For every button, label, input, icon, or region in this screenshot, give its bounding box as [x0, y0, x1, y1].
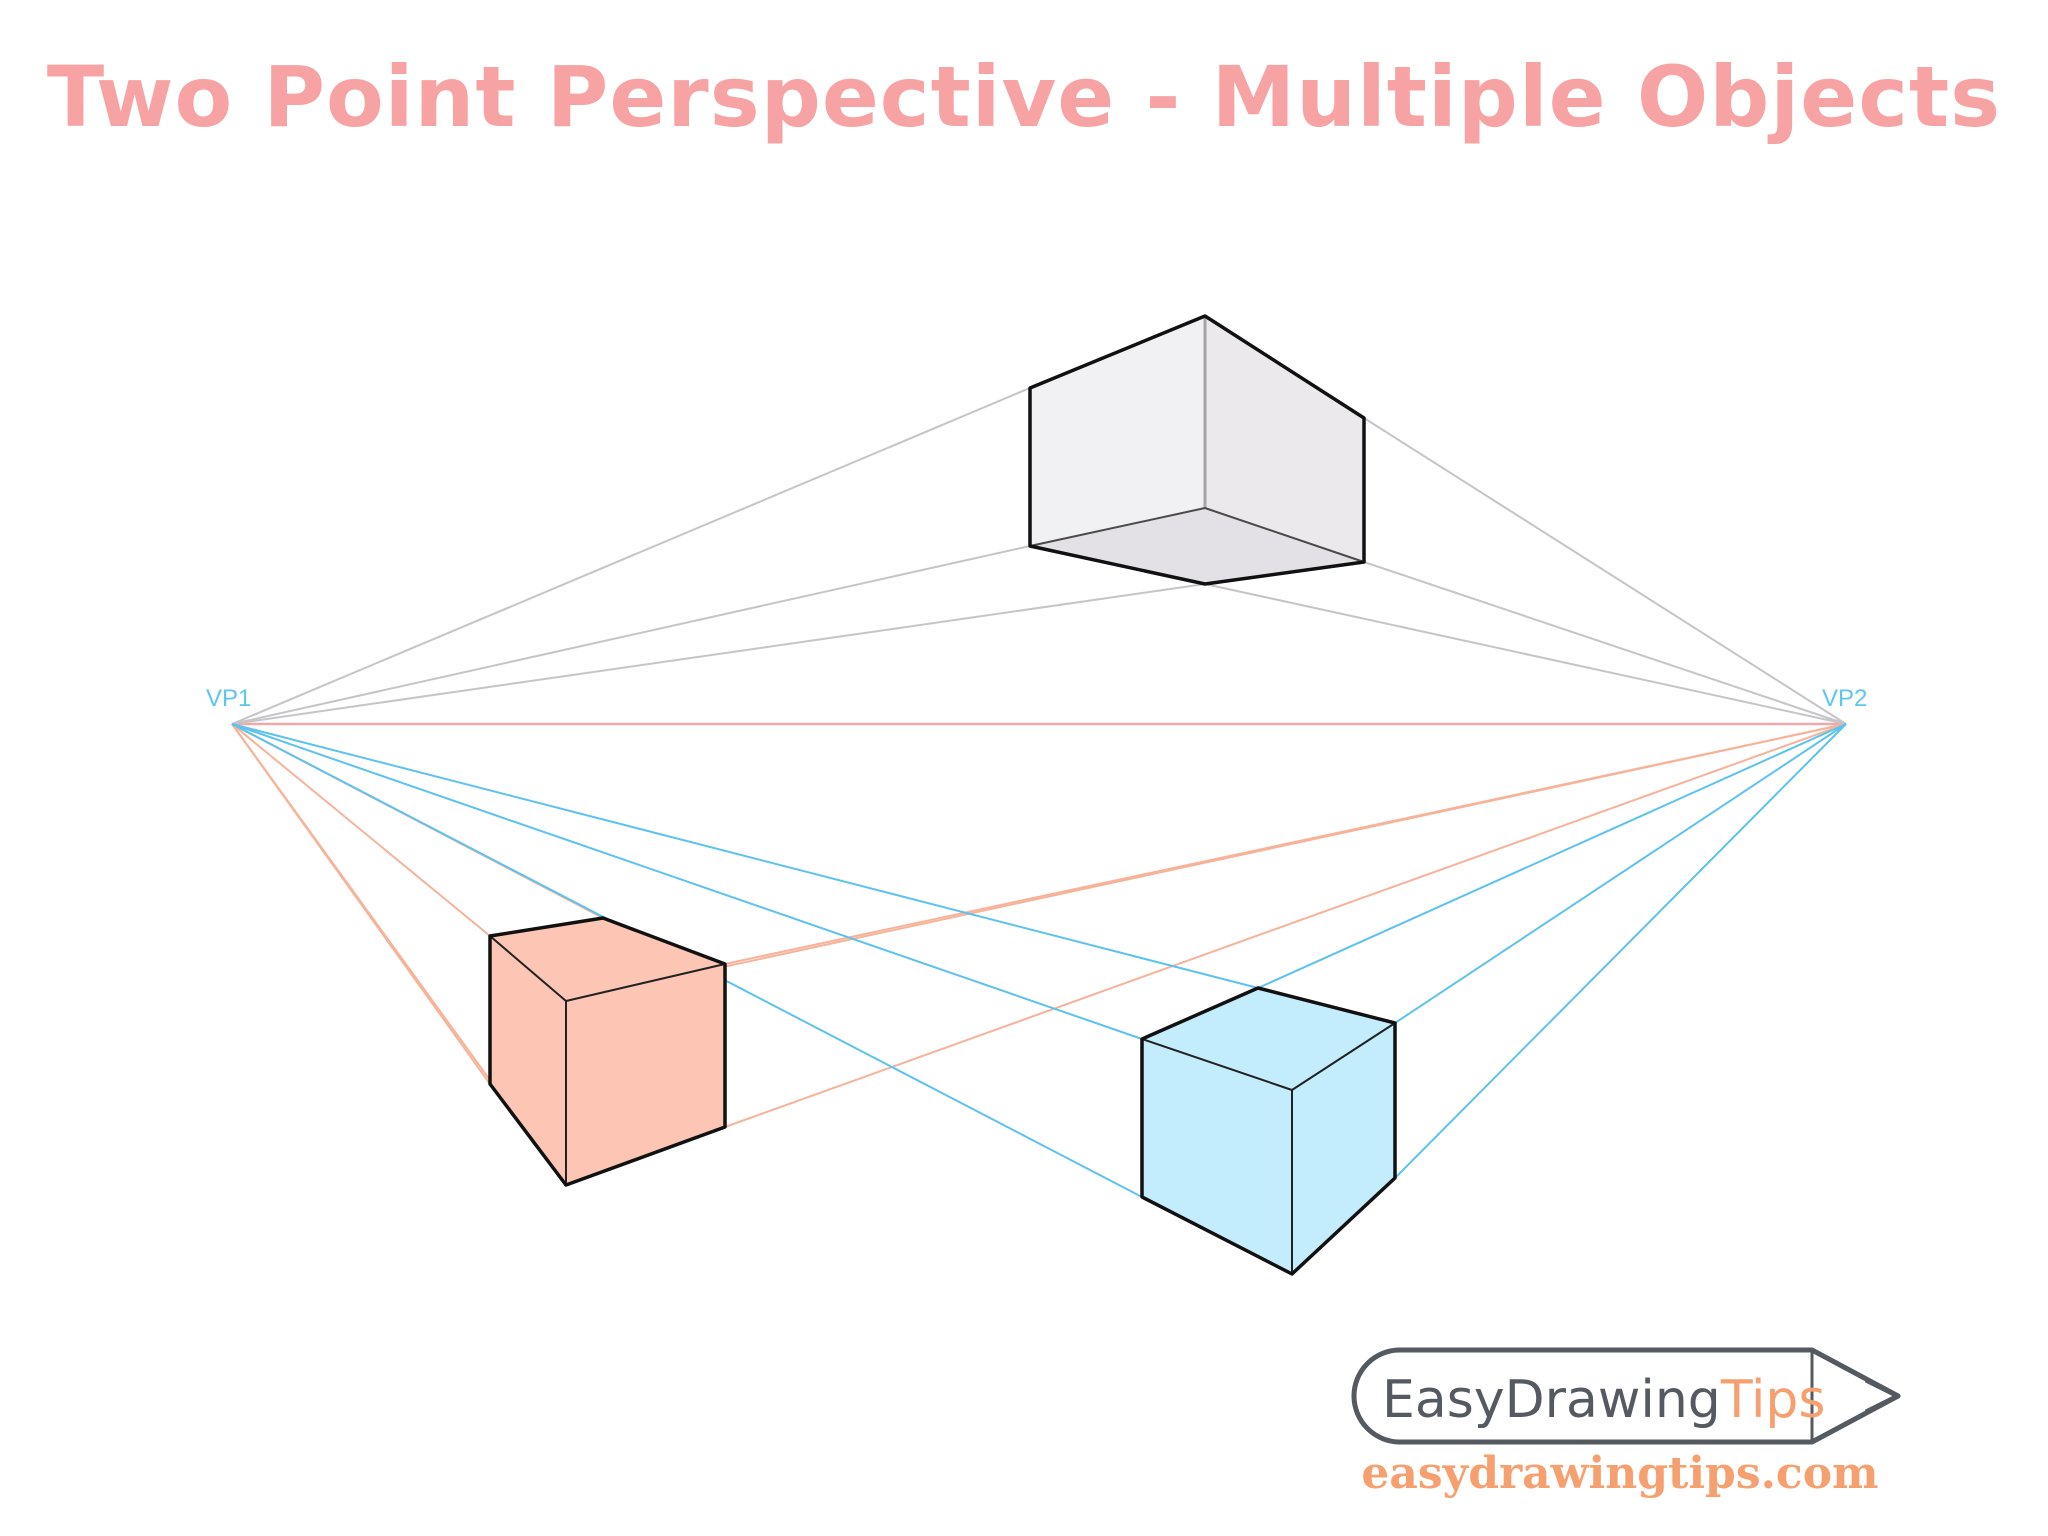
gray-floating-cube — [1028, 314, 1366, 586]
blue-guide-lines — [231, 723, 1847, 1198]
gray-guide-line — [231, 545, 1031, 725]
gray-cube-left-face — [1030, 316, 1205, 546]
logo-wordmark: EasyDrawingTips — [1382, 1362, 1842, 1438]
blue-guide-line — [1394, 723, 1847, 1179]
gray-guide-lines — [231, 387, 1847, 725]
orange-guide-lines — [231, 723, 1847, 1186]
site-url: easydrawingtips.com — [1361, 1448, 1879, 1499]
orange-guide-line — [724, 723, 1847, 965]
orange-guide-line — [231, 723, 491, 937]
page-title: Two Point Perspective - Multiple Objects — [46, 48, 2002, 146]
orange-cube — [488, 916, 727, 1187]
blue-guide-line — [231, 723, 1259, 989]
gray-guide-line — [1363, 561, 1847, 725]
blue-cube-outline — [1140, 986, 1397, 1276]
blue-guide-line — [1257, 723, 1847, 989]
blue-cube-inner-edge — [1141, 1038, 1293, 1091]
gray-guide-line — [231, 387, 1031, 725]
vp2-label: VP2 — [1822, 685, 1867, 712]
orange-guide-line — [724, 723, 1847, 1128]
blue-guide-line — [1394, 723, 1847, 1024]
blue-guide-line — [231, 723, 1143, 1040]
gray-guide-line — [1204, 583, 1847, 725]
gray-guide-line — [1363, 417, 1847, 725]
vp1-label: VP1 — [206, 685, 251, 712]
orange-cube-outline — [488, 916, 727, 1187]
orange-cube-faces — [490, 918, 725, 1185]
gray-cube-right-face — [1205, 316, 1364, 562]
blue-cube-inner-edge — [1291, 1022, 1396, 1091]
gray-cube-bottom-face — [1030, 508, 1364, 584]
orange-cube-inner-edge — [489, 935, 567, 1002]
gray-guide-line — [231, 583, 1206, 725]
gray-cube-inner-edge — [1204, 507, 1365, 563]
blue-cube-faces — [1142, 988, 1395, 1274]
orange-cube-inner-edge — [565, 963, 726, 1002]
gray-cube-inner-edge — [1029, 507, 1206, 547]
pencil-logo-outline — [1351, 1347, 1901, 1445]
logo-wordmark-part2: Tips — [1720, 1370, 1826, 1430]
logo-wordmark-part1: EasyDrawing — [1382, 1370, 1721, 1430]
gray-cube-outline — [1028, 314, 1366, 586]
blue-cube — [1140, 986, 1397, 1276]
